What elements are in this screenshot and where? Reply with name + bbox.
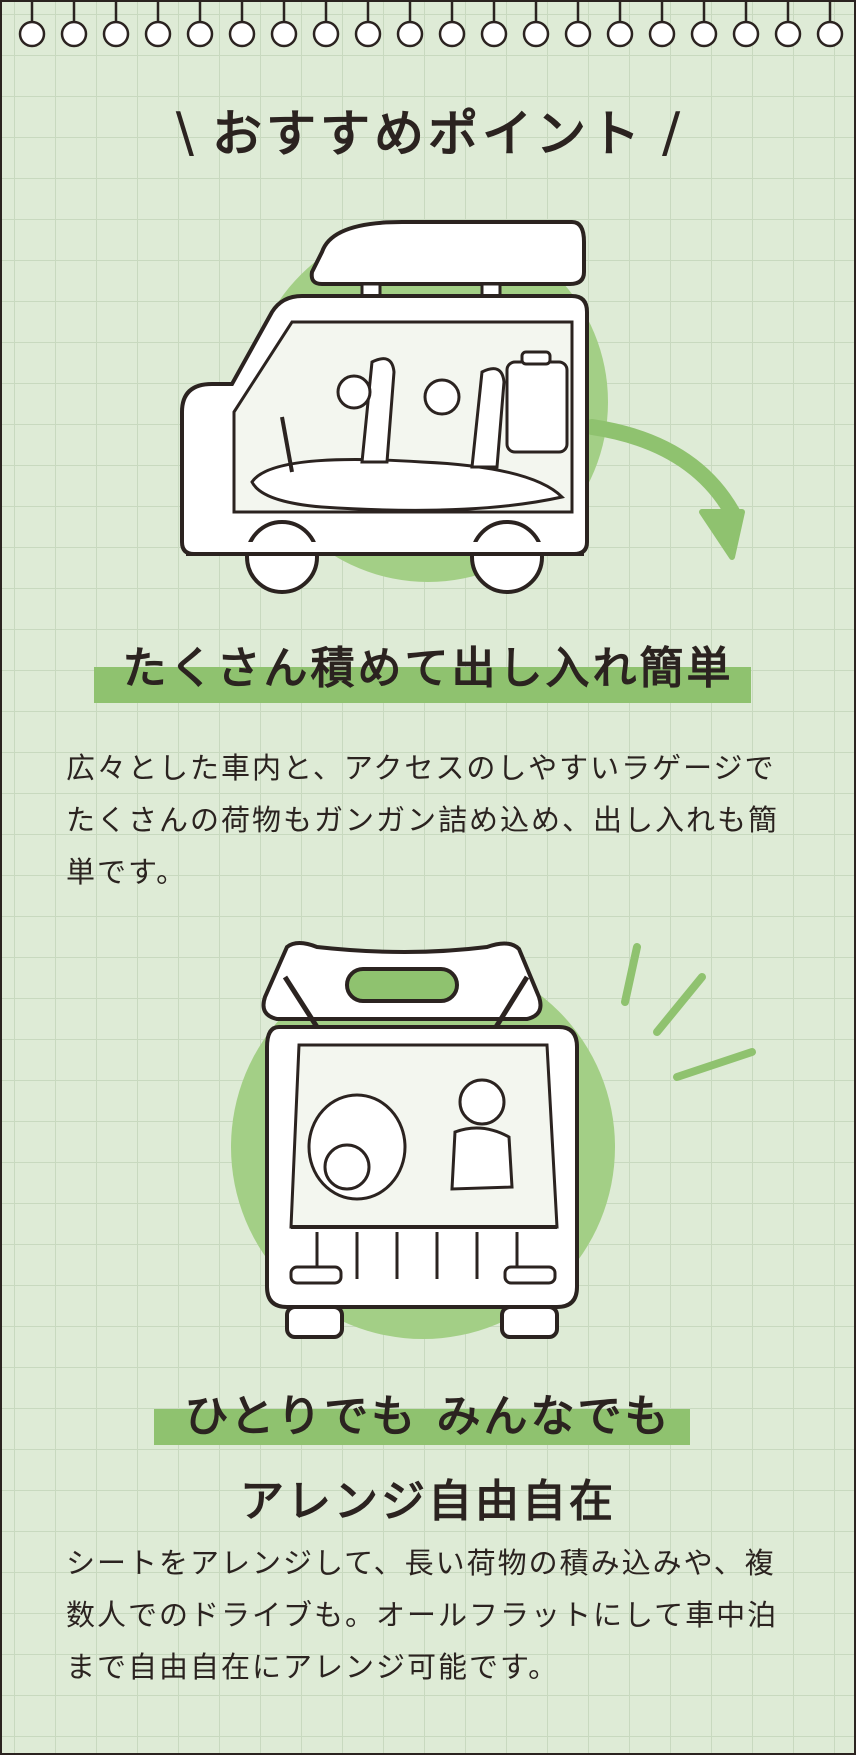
- notebook-rings: [18, 2, 844, 48]
- section2-title-line2: アレンジ自由自在: [240, 1476, 616, 1527]
- heading-slash-left: \: [175, 101, 194, 164]
- page-heading: \ おすすめポイント /: [2, 94, 854, 166]
- section2-body: シートをアレンジして、長い荷物の積み込みや、複数人でのドライブも。オールフラット…: [66, 1546, 779, 1684]
- section2-title-highlight: [154, 1409, 690, 1445]
- heading-slash-right: /: [662, 101, 681, 164]
- van-side-illustration: [180, 220, 745, 594]
- page-title: おすすめポイント: [212, 105, 644, 163]
- section1-title-highlight: [94, 667, 751, 703]
- van-rear-illustration: [231, 941, 615, 1339]
- curved-arrow-icon: [584, 419, 740, 520]
- motion-lines-icon: [621, 943, 756, 1081]
- section1-body: 広々とした車内と、アクセスのしやすいラゲージでたくさんの荷物もガンガン詰め込め、…: [66, 751, 780, 889]
- section2-title-line1: ひとりでも みんなでも: [184, 1391, 672, 1442]
- section1-title: たくさん積めて出し入れ簡単: [122, 643, 734, 694]
